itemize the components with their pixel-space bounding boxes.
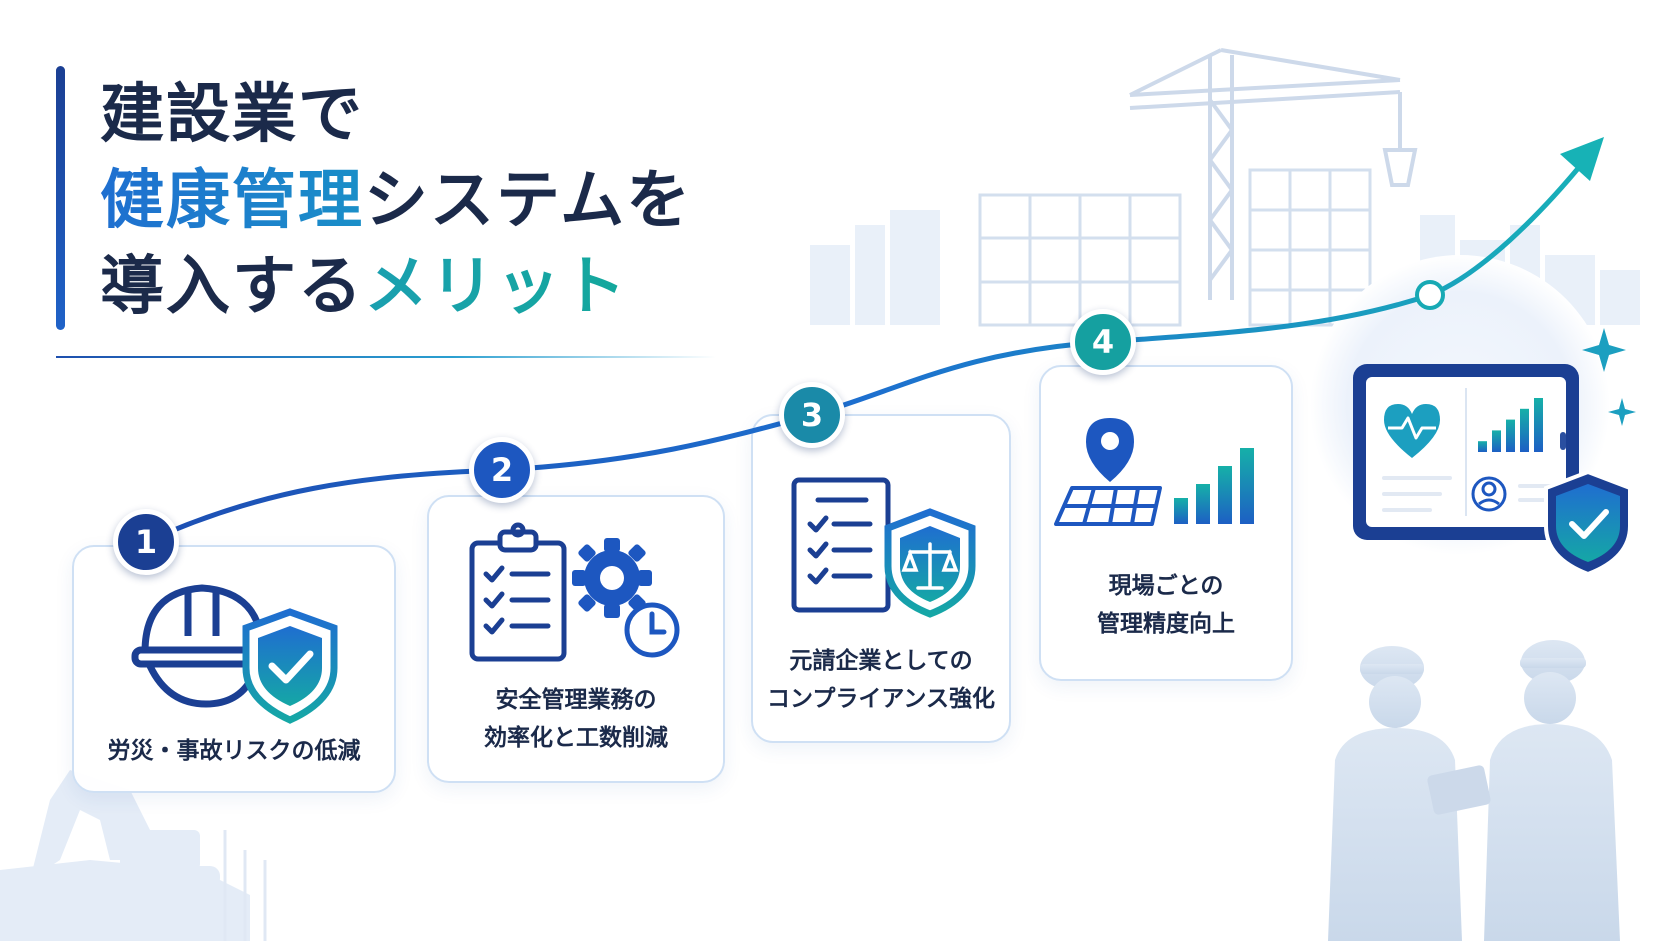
- title-line-3-rest: 導入する: [100, 250, 364, 324]
- tablet-shield-check-icon: [1544, 469, 1632, 577]
- tablet-dashboard-icon: [1353, 364, 1579, 540]
- site-poles: [223, 830, 267, 941]
- step-badge-1: 1: [113, 509, 179, 575]
- bar-chart-icon: [1174, 448, 1254, 524]
- tower-crane: [1129, 48, 1418, 300]
- bar-1: [1174, 498, 1188, 524]
- title-line-1: 建設業で: [100, 78, 364, 152]
- growth-arrow-head: [1560, 137, 1604, 181]
- shield-scales-icon: [884, 508, 976, 618]
- clipboard-checklist-icon: [469, 522, 567, 662]
- tablet-bar-chart: [1478, 398, 1543, 452]
- excavator-silhouette: [0, 770, 250, 941]
- building-frames: [978, 168, 1372, 327]
- location-pin-icon: [1086, 418, 1134, 482]
- step-card-1: 労災・事故リスクの低減: [72, 545, 396, 793]
- step-label-1: 労災・事故リスクの低減: [107, 738, 361, 764]
- tablet-bar: [1520, 408, 1529, 452]
- user-icon: [1471, 476, 1507, 512]
- curve-node: [1415, 280, 1445, 310]
- tablet-bar: [1478, 441, 1487, 452]
- title-line-3: 導入するメリット: [100, 244, 692, 330]
- shield-check-icon: [242, 608, 338, 724]
- bar-4: [1240, 448, 1254, 524]
- tablet-bar: [1506, 419, 1515, 452]
- workers-silhouette: [1328, 640, 1620, 941]
- grid-map-icon: [1054, 486, 1162, 526]
- step-badge-3: 3: [779, 382, 845, 448]
- sparkle-icon: [1582, 328, 1636, 426]
- step-badge-4: 4: [1070, 309, 1136, 375]
- step-label-3: 元請企業としての コンプライアンス強化: [767, 648, 995, 712]
- title-line-2: 健康管理システムを: [100, 158, 692, 244]
- tablet-bar: [1534, 398, 1543, 452]
- bar-3: [1218, 466, 1232, 524]
- tablet-bar: [1492, 430, 1501, 452]
- step-badge-2: 2: [469, 437, 535, 503]
- worker-tablet-silhouette: [1427, 765, 1491, 815]
- title-accent-bar: [56, 66, 65, 330]
- gear-icon: [572, 538, 652, 618]
- title-line-2-rest: システムを: [364, 164, 693, 238]
- step-label-2: 安全管理業務の 効率化と工数削減: [484, 687, 668, 751]
- step-label-4: 現場ごとの 管理精度向上: [1097, 573, 1235, 637]
- title-underline: [56, 356, 716, 358]
- document-checklist-icon: [791, 477, 891, 613]
- heart-pulse-icon: [1384, 404, 1440, 458]
- page-title: 建設業で 健康管理システムを 導入するメリット: [100, 72, 692, 330]
- clock-icon: [624, 602, 680, 658]
- title-highlight-merit: メリット: [364, 250, 628, 324]
- title-highlight-health: 健康管理: [100, 164, 364, 238]
- bar-2: [1196, 484, 1210, 524]
